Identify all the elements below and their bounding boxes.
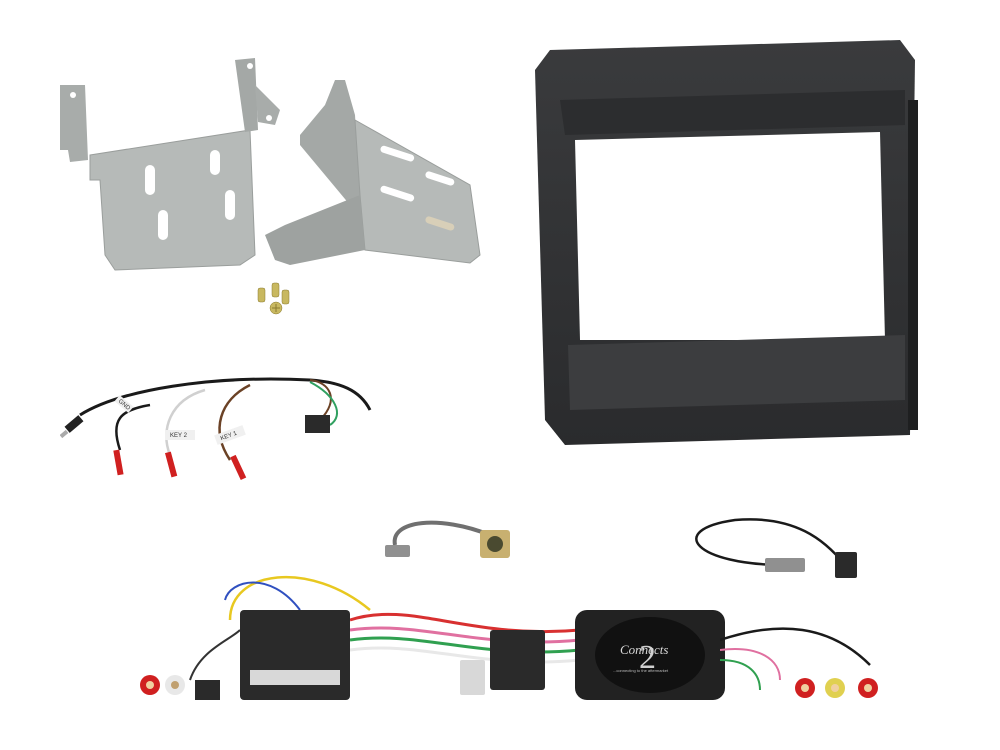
steering-control-interface: 2 Connects ...connecting to the aftermar… xyxy=(575,610,725,700)
brand-tagline: ...connecting to the aftermarket xyxy=(613,668,669,673)
tag-key-2: KEY 2 xyxy=(170,433,188,439)
aux-key-harness: GND KEY 2 KEY 1 xyxy=(60,360,400,490)
brand-number: 2 xyxy=(639,639,656,676)
mounting-bracket-left xyxy=(60,50,290,280)
antenna-adapter xyxy=(675,510,875,585)
mounting-bracket-right xyxy=(265,75,490,270)
double-din-fascia xyxy=(520,40,920,450)
tag-key-1: KEY 1 xyxy=(220,431,239,443)
brand-name: Connects xyxy=(620,642,668,657)
usb-adapter-lead xyxy=(380,510,520,570)
main-wiring-harness xyxy=(130,560,690,735)
rca-leads xyxy=(720,620,900,710)
screws xyxy=(252,280,302,320)
